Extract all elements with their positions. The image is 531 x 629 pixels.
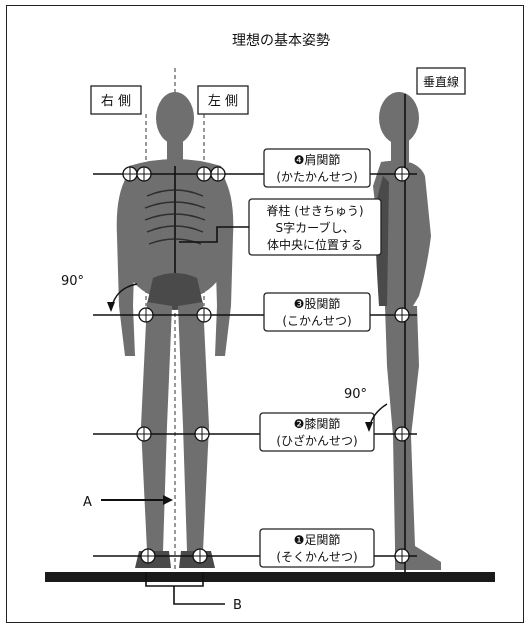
shoulder-joint-name: ❹肩関節 [294,152,341,167]
figure-frame: 理想の基本姿勢 右 側 左 側 垂直線 [6,5,524,623]
joint-marker [211,167,225,181]
diagram-title: 理想の基本姿勢 [232,32,330,49]
shoulder-joint-reading: (かたかんせつ) [276,170,357,184]
marker-b-leader [174,586,225,604]
joint-marker [137,167,151,181]
marker-a-arrowhead [163,495,173,505]
side-figure [373,92,441,570]
spine-line-3: 体中央に位置する [267,237,363,252]
hip-joint-name: ❸股関節 [294,296,341,311]
joint-marker [193,549,207,563]
posture-diagram: 理想の基本姿勢 右 側 左 側 垂直線 [7,6,525,624]
joint-marker [197,167,211,181]
hip-angle-label: 90° [61,274,84,289]
joint-marker [395,427,409,441]
ankle-joint-name: ❶足関節 [294,532,341,547]
joint-marker [395,549,409,563]
left-side-label: 左 側 [208,94,238,109]
joint-marker [139,308,153,322]
spine-line-2: S字カーブし、 [276,220,355,235]
joint-marker [197,308,211,322]
vertical-line-label: 垂直線 [423,74,459,89]
right-side-label: 右 側 [101,94,131,109]
joint-marker [141,549,155,563]
joint-marker [195,427,209,441]
marker-b-label: B [233,598,242,613]
hip-angle-arrowhead [107,302,115,312]
joint-marker [137,427,151,441]
ground-bar [45,572,495,582]
joint-marker [123,167,137,181]
knee-angle-label: 90° [344,387,367,402]
spine-line-1: 脊柱 (せきちゅう) [266,203,363,218]
ankle-joint-reading: (そくかんせつ) [276,550,357,564]
joint-marker [395,167,409,181]
marker-a-label: A [83,495,92,510]
joint-marker [395,308,409,322]
hip-joint-reading: (こかんせつ) [282,314,351,328]
knee-joint-name: ❷膝関節 [294,416,341,431]
knee-joint-reading: (ひざかんせつ) [276,433,357,448]
